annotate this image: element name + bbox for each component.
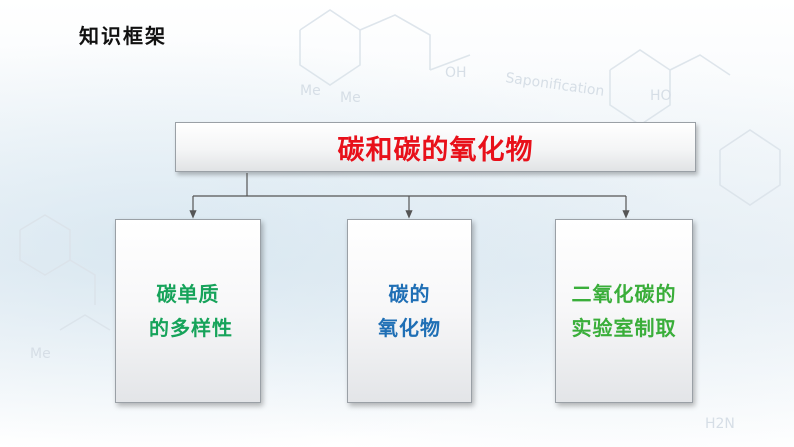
child-node-2-line-2: 氧化物 [378, 316, 441, 340]
child-node-3: 二氧化碳的 实验室制取 [555, 219, 693, 403]
watermark-text: Me [340, 90, 361, 106]
watermark-text: HO [650, 88, 672, 104]
child-node-1: 碳单质 的多样性 [115, 219, 261, 403]
root-node: 碳和碳的氧化物 [175, 122, 696, 172]
watermark-text: H2N [705, 416, 735, 432]
watermark-text: OH [445, 65, 467, 81]
page-title: 知识框架 [79, 24, 167, 48]
child-node-2: 碳的 氧化物 [347, 219, 472, 403]
child-node-3-line-2: 实验室制取 [571, 316, 677, 340]
watermark-text: Me [300, 83, 321, 99]
child-node-1-line-1: 碳单质 [156, 282, 220, 306]
watermark-text: Saponification [504, 70, 605, 100]
child-node-3-line-1: 二氧化碳的 [571, 282, 677, 306]
child-node-1-line-2: 的多样性 [149, 316, 233, 340]
child-node-2-line-1: 碳的 [388, 282, 431, 306]
watermark-text: Me [30, 346, 51, 362]
root-node-label: 碳和碳的氧化物 [337, 134, 534, 166]
